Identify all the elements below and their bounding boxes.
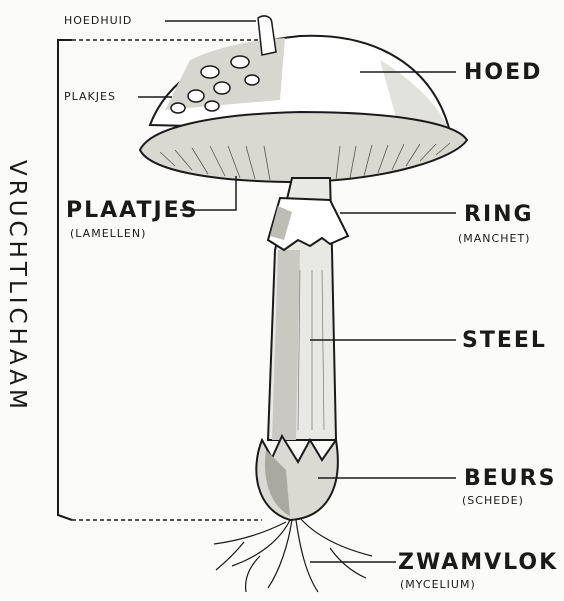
label-ring-sub: (MANCHET): [458, 232, 530, 245]
label-steel: STEEL: [462, 328, 547, 353]
mycelium: [214, 518, 372, 592]
label-vruchtlichaam: VRUCHTLICHAAM: [4, 160, 30, 413]
label-ring: RING: [464, 202, 534, 227]
label-plaatjes-sub: (LAMELLEN): [70, 227, 146, 240]
label-beurs: BEURS: [464, 466, 556, 491]
label-plakjes: PLAKJES: [64, 90, 116, 103]
label-beurs-sub: (SCHEDE): [462, 494, 524, 507]
vruchtlichaam-bracket: [58, 40, 72, 520]
ring: [268, 198, 348, 250]
label-plaatjes: PLAATJES: [66, 198, 199, 223]
label-zwamvlok-sub: (MYCELIUM): [400, 578, 476, 591]
cap: [140, 16, 467, 182]
label-hoedhuid: HOEDHUID: [64, 14, 132, 27]
label-hoed: HOED: [464, 60, 542, 85]
label-zwamvlok: ZWAMVLOK: [398, 550, 558, 575]
